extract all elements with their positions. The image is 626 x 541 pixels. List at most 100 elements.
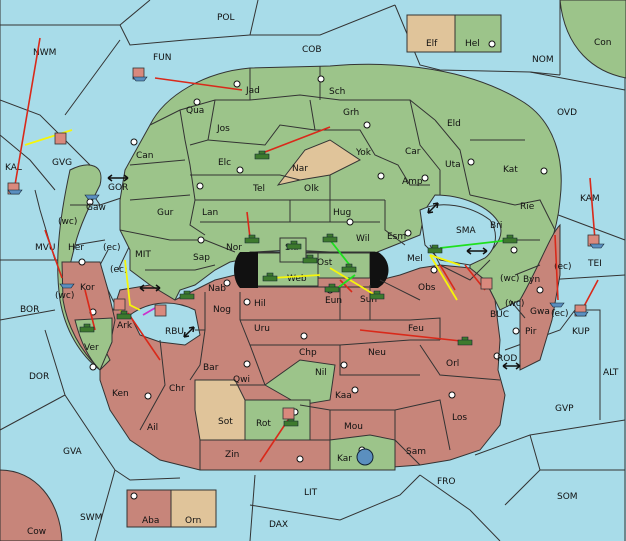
- army-unit: [427, 244, 443, 254]
- label-eld: Eld: [447, 119, 461, 129]
- label-aba: Aba: [142, 516, 159, 526]
- label-pol: POL: [217, 13, 235, 23]
- canal-arrows: [107, 174, 521, 370]
- label-chp: Chp: [299, 348, 317, 358]
- label-chr: Chr: [169, 384, 185, 394]
- army-unit: [322, 233, 338, 243]
- label-jad: Jad: [245, 86, 260, 96]
- fleet-kar-icon: [356, 448, 374, 466]
- red-unit: [54, 132, 67, 145]
- label-gvp: GVP: [555, 404, 574, 414]
- label-rot: Rot: [256, 419, 271, 429]
- label-ost: Ost: [317, 258, 333, 268]
- label-coast-ec-3: (ec): [554, 262, 572, 272]
- label-yok: Yok: [355, 148, 372, 158]
- red-unit: [154, 304, 167, 317]
- label-zin: Zin: [225, 450, 239, 460]
- label-bri: Bri: [490, 221, 502, 231]
- label-gva: GVA: [63, 447, 83, 457]
- label-los: Los: [452, 413, 467, 423]
- label-elf: Elf: [426, 39, 438, 49]
- label-buc: BUC: [490, 310, 509, 320]
- label-hel: Hel: [465, 39, 480, 49]
- label-sam: Sam: [406, 447, 426, 457]
- legend-bottom: [126, 489, 217, 528]
- army-unit: [457, 336, 473, 346]
- fleet-unit: [84, 194, 100, 200]
- army-unit: [79, 323, 95, 333]
- label-amp: Amp: [402, 177, 423, 187]
- label-coast-wc-3: (wc): [500, 274, 519, 284]
- label-fro: FRO: [437, 477, 456, 487]
- label-uru: Uru: [254, 324, 270, 334]
- fleet-unit: [549, 302, 565, 308]
- label-feu: Feu: [408, 324, 424, 334]
- label-mit: MIT: [135, 250, 151, 260]
- province-borders: [70, 66, 556, 470]
- label-qwi: Qwi: [233, 375, 250, 385]
- label-elc: Elc: [218, 158, 231, 168]
- label-gor: GOR: [108, 183, 128, 193]
- label-qua: Qua: [186, 106, 204, 116]
- label-obs: Obs: [418, 283, 436, 293]
- red-unit: [113, 298, 126, 311]
- label-hug: Hug: [333, 208, 351, 218]
- label-grh: Grh: [343, 108, 359, 118]
- label-dor: DOR: [29, 372, 49, 382]
- red-unit: [282, 407, 295, 420]
- label-byn: Byn: [523, 275, 540, 285]
- label-coast-wc-1: (wc): [58, 217, 77, 227]
- army-unit: [254, 150, 270, 160]
- sea-rbu[interactable]: [129, 302, 201, 346]
- army-unit: [302, 254, 318, 264]
- army-unit: [324, 283, 340, 293]
- canal-east: [370, 252, 389, 288]
- label-gaw: Gaw: [86, 203, 106, 213]
- label-kor: Kor: [80, 283, 95, 293]
- label-som: SOM: [557, 492, 578, 502]
- label-nar: Nar: [292, 164, 308, 174]
- fleet-unit: [7, 189, 23, 195]
- label-olk: Olk: [304, 184, 320, 194]
- label-ail: Ail: [147, 423, 158, 433]
- province-pir[interactable]: [519, 223, 561, 371]
- label-sun: Sun: [360, 295, 377, 305]
- army-unit: [262, 272, 278, 282]
- label-orl: Orl: [446, 359, 459, 369]
- label-kam: KAM: [580, 194, 600, 204]
- label-coast-ec-4: (ec): [551, 309, 569, 319]
- label-kaa: Kaa: [335, 391, 352, 401]
- label-lit: LIT: [304, 488, 318, 498]
- label-coast-ec-2: (ec): [110, 265, 128, 275]
- label-gvg: GVG: [52, 158, 72, 168]
- label-coast-ec-1: (ec): [103, 243, 121, 253]
- label-rie: Rie: [520, 202, 535, 212]
- label-hil: Hil: [254, 299, 266, 309]
- label-mou: Mou: [344, 422, 363, 432]
- label-car: Car: [405, 147, 421, 157]
- province-sot[interactable]: [194, 379, 246, 441]
- label-rod: ROD: [497, 354, 517, 364]
- units[interactable]: [7, 67, 605, 466]
- province-rot[interactable]: [244, 399, 311, 441]
- label-pir: Pir: [525, 327, 537, 337]
- label-orn: Orn: [185, 516, 201, 526]
- label-jos: Jos: [216, 124, 230, 134]
- fleet-unit: [59, 283, 75, 289]
- army-unit: [116, 310, 132, 320]
- label-kat: Kat: [503, 165, 518, 175]
- label-uta: Uta: [445, 160, 461, 170]
- label-nog: Nog: [213, 305, 231, 315]
- label-sma: SMA: [456, 226, 476, 236]
- legend-top: [406, 14, 502, 53]
- army-unit: [244, 234, 260, 244]
- label-coast-wc-2: (wc): [55, 291, 74, 301]
- province-labels: POL COB FUN NWM NOM OVD Con KAL GVG GOR …: [5, 13, 619, 537]
- label-ovd: OVD: [557, 108, 577, 118]
- label-nwm: NWM: [33, 48, 56, 58]
- label-can: Can: [136, 151, 154, 161]
- label-ark: Ark: [117, 321, 133, 331]
- label-sap: Sap: [193, 253, 210, 263]
- label-esm: Esm: [387, 232, 406, 242]
